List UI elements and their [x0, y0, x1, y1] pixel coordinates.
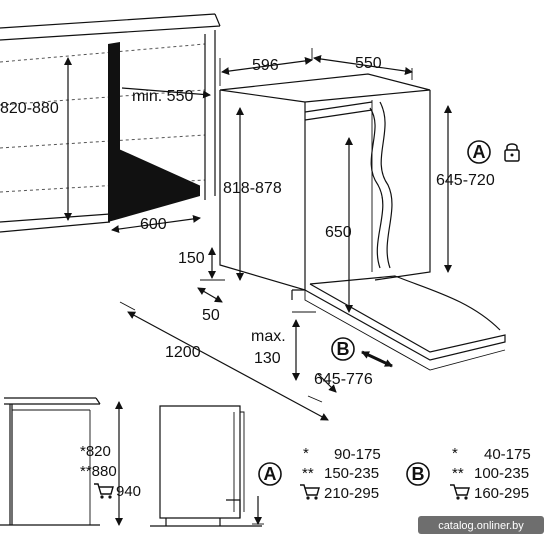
depth-label: 550	[355, 55, 382, 72]
marker-b-label: B	[337, 339, 350, 359]
table-b-row2-value: 100-235	[474, 465, 529, 482]
side-view-cabinet	[0, 397, 101, 526]
dishwasher-body	[219, 73, 506, 371]
marker-a-circle	[467, 140, 491, 164]
table-a-row2-value: 150-235	[324, 465, 379, 482]
marker-b-circle	[331, 337, 355, 361]
table-b-label: B	[412, 464, 425, 484]
table-a-label: A	[264, 464, 277, 484]
marker-a-label: A	[473, 142, 486, 162]
table-a-row1-value: 90-175	[334, 446, 381, 463]
max-label: max.	[251, 328, 286, 345]
b-range-label: 645-776	[314, 371, 373, 388]
niche-depth-dimension	[111, 214, 201, 234]
side-view-appliance	[150, 405, 262, 527]
plinth-height-label: 150	[178, 250, 205, 267]
max-value-label: 130	[254, 350, 281, 367]
height-820-label: *820	[80, 443, 111, 460]
min-depth-label: min. 550	[132, 88, 193, 105]
watermark-text[interactable]: catalog.onliner.by	[438, 520, 524, 532]
table-b-row3-value: 160-295	[474, 485, 529, 502]
kitchen-cabinet	[0, 13, 221, 233]
door-panel-height-label: 650	[325, 224, 352, 241]
shopping-cart-icon	[93, 483, 114, 500]
watermark-badge	[418, 516, 544, 534]
appliance-height-label: 818-878	[223, 180, 282, 197]
table-b-row1-mark: *	[452, 445, 458, 462]
table-a-row2-mark: **	[302, 465, 314, 482]
height-940-label: 940	[116, 483, 141, 500]
height-880-label: **880	[80, 463, 117, 480]
shopping-cart-icon	[299, 484, 320, 501]
table-b-row1-value: 40-175	[484, 446, 531, 463]
sliding-arrow-icon	[361, 350, 393, 368]
table-a-row1-mark: *	[303, 445, 309, 462]
niche-depth-label: 600	[140, 216, 167, 233]
table-b-circle	[406, 462, 430, 486]
padlock-icon	[504, 143, 520, 162]
width-label: 596	[252, 57, 279, 74]
shopping-cart-icon	[449, 484, 470, 501]
door-height-label: 645-720	[436, 172, 495, 189]
plinth-setback-label: 50	[202, 307, 220, 324]
niche-height-label: 820-880	[0, 100, 59, 117]
table-a-row3-value: 210-295	[324, 485, 379, 502]
table-b-row2-mark: **	[452, 465, 464, 482]
door-opening-label: 1200	[165, 344, 201, 361]
table-a-circle	[258, 462, 282, 486]
